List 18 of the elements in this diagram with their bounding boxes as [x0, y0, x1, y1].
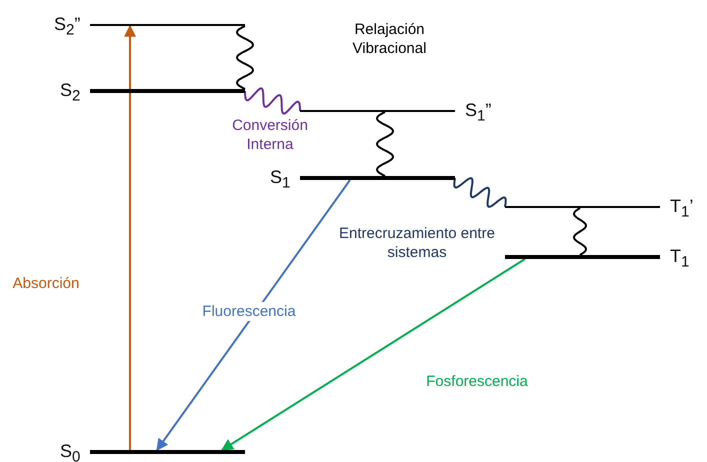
arrow: [220, 258, 526, 451]
energy-level-line: [505, 206, 660, 208]
energy-level-line: [90, 24, 245, 26]
wavy-line: [376, 111, 394, 177]
level-label: T$_{1}$’: [670, 196, 694, 223]
wavy-line: [572, 207, 588, 256]
level-label: S$_{0}$: [60, 441, 80, 462]
level-label: S$_{2}$”: [54, 14, 80, 41]
wavy-line: [244, 87, 301, 115]
arrow: [156, 179, 351, 451]
level-label: S$_{2}$: [60, 80, 80, 107]
arrow: [124, 24, 136, 450]
wavy-line: [236, 25, 254, 90]
energy-level-line: [300, 110, 455, 112]
level-label: S$_{1}$”: [465, 100, 492, 127]
level-label: S$_{1}$: [270, 167, 290, 194]
level-label: T$_{1}$: [670, 246, 690, 273]
wavy-line: [453, 177, 507, 208]
